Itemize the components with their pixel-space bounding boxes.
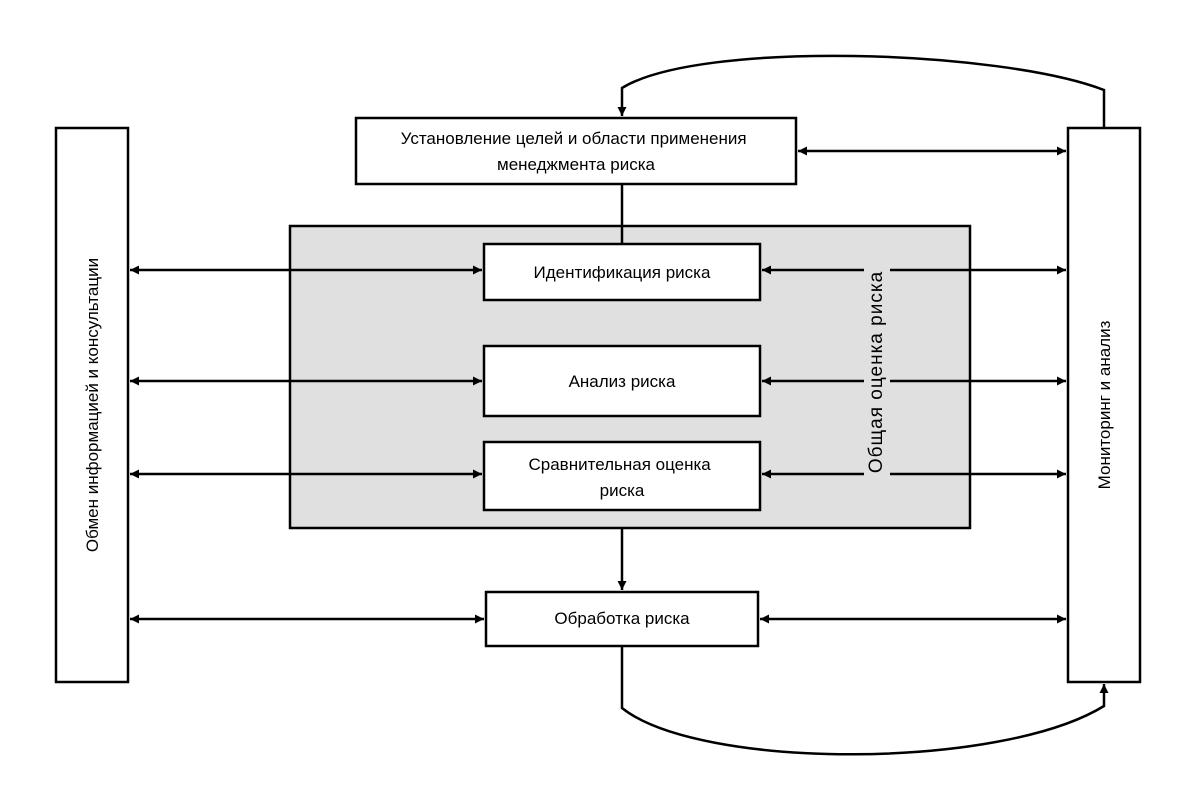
risk-evaluation-label: Сравнительная оценка риска bbox=[529, 455, 716, 500]
risk-analysis-box bbox=[482, 344, 762, 418]
risk-treatment-box bbox=[484, 590, 760, 648]
monitoring-review-label: Мониторинг и анализ bbox=[1095, 320, 1114, 489]
establish-context-box bbox=[354, 116, 798, 186]
risk-evaluation-box bbox=[482, 440, 762, 512]
establish-context-label: Установление целей и области применения … bbox=[401, 129, 752, 174]
communication-consultation-label: Обмен информацией и консультации bbox=[83, 258, 102, 552]
treatment-to-monitoring-loop-arrow bbox=[620, 646, 1109, 756]
risk-assessment-label: Общая оценка риска bbox=[866, 271, 887, 473]
risk-assessment-label-backdrop bbox=[864, 250, 888, 480]
communication-consultation-box bbox=[54, 126, 130, 684]
risk-analysis-label: Анализ риска bbox=[569, 372, 676, 391]
risk-treatment-label: Обработка риска bbox=[554, 609, 690, 628]
risk-identification-label: Идентификация риска bbox=[534, 263, 711, 282]
monitoring-to-context-loop-arrow bbox=[617, 54, 1106, 128]
